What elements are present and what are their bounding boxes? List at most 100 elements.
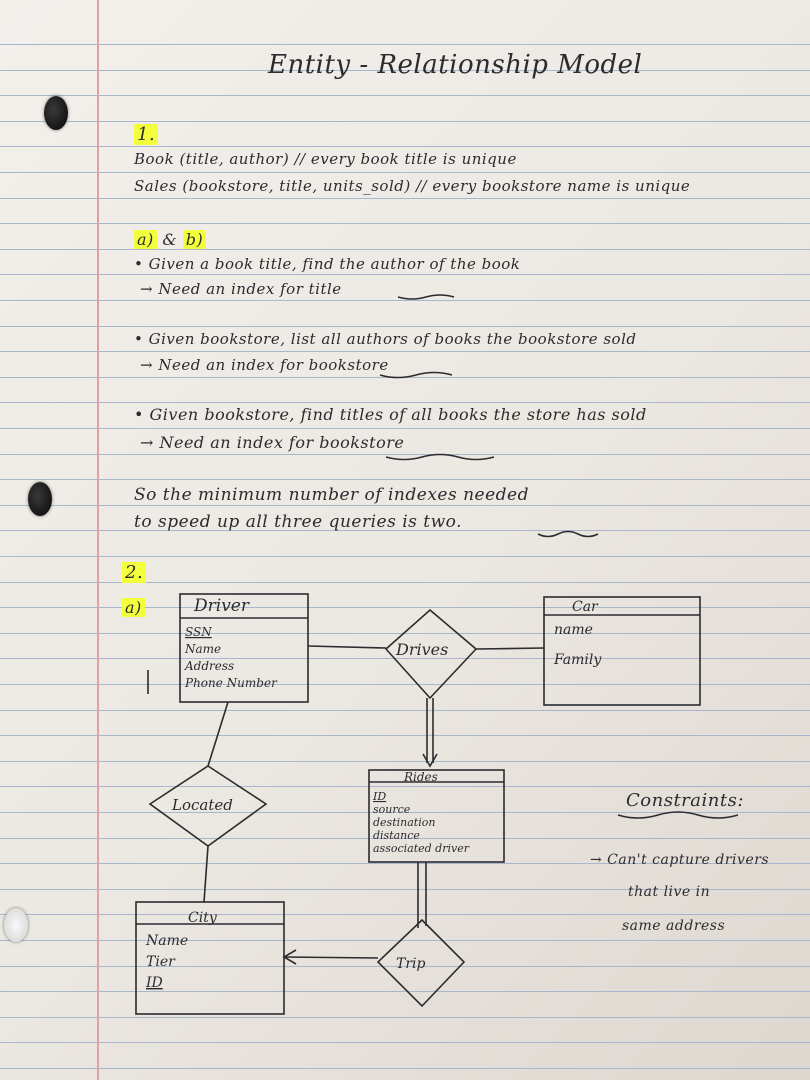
- ruled-line: [0, 991, 810, 992]
- binder-hole: [4, 908, 28, 942]
- ruled-line: [0, 863, 810, 864]
- ruled-line: [0, 761, 810, 762]
- ruled-line: [0, 326, 810, 327]
- margin-line: [97, 0, 99, 1080]
- trip-relationship: [376, 918, 466, 1008]
- query-3: • Given bookstore, find titles of all bo…: [134, 405, 647, 424]
- ruled-line: [0, 633, 810, 634]
- question-2-part-a: a): [122, 598, 145, 617]
- ruled-line: [0, 786, 810, 787]
- ruled-line: [0, 249, 810, 250]
- ruled-line: [0, 530, 810, 531]
- attribute-id: ID: [372, 790, 386, 803]
- ruled-line: [0, 300, 810, 301]
- ruled-line: [0, 402, 810, 403]
- part-a-label: a): [134, 230, 157, 249]
- rides-title: Rides: [403, 770, 438, 784]
- ruled-line: [0, 735, 810, 736]
- driver-located-link: [207, 701, 229, 767]
- attribute-address: Address: [184, 659, 234, 673]
- constraint-line-2: that live in: [628, 884, 711, 900]
- query-2-answer: → Need an index for bookstore: [140, 356, 389, 374]
- rides-entity: [368, 769, 505, 863]
- constraints-heading: Constraints:: [626, 790, 744, 811]
- sales-relation: Sales (bookstore, title, units_sold) // …: [134, 177, 691, 195]
- drives-label: Drives: [395, 640, 448, 659]
- ruled-line: [0, 914, 810, 915]
- ruled-line: [0, 658, 810, 659]
- car-title: Car: [572, 599, 599, 615]
- drives-relationship: [384, 608, 478, 700]
- ruled-line: [0, 274, 810, 275]
- ruled-line: [0, 70, 810, 71]
- trip-city-link: [283, 956, 379, 959]
- attribute-name: name: [554, 622, 593, 638]
- ruled-line: [0, 838, 810, 839]
- attribute-name: Name: [145, 933, 188, 949]
- ruled-line: [0, 582, 810, 583]
- ruled-line: [0, 710, 810, 711]
- attribute-phone-number: Phone Number: [184, 676, 278, 690]
- ruled-line: [0, 351, 810, 352]
- ruled-line: [0, 428, 810, 429]
- constraint-line-1: → Can't capture drivers: [590, 852, 770, 868]
- ruled-line: [0, 889, 810, 890]
- ruled-line: [0, 479, 810, 480]
- ruled-line: [0, 966, 810, 967]
- ruled-line: [0, 684, 810, 685]
- ruled-line: [0, 556, 810, 557]
- ruled-line: [0, 121, 810, 122]
- located-city-link: [203, 845, 209, 903]
- driver-drives-link: [307, 645, 387, 649]
- conclusion-line-1: So the minimum number of indexes needed: [134, 485, 529, 505]
- attribute-destination: destination: [373, 816, 435, 829]
- ruled-line: [0, 1017, 810, 1018]
- part-b-label: b): [182, 230, 207, 249]
- ruled-line: [0, 172, 810, 173]
- attribute-name: Name: [184, 642, 221, 656]
- query-1: • Given a book title, find the author of…: [134, 255, 521, 273]
- ruled-line: [0, 44, 810, 45]
- page-title: Entity - Relationship Model: [268, 50, 643, 80]
- driver-title: Driver: [193, 596, 250, 616]
- ruled-line: [0, 940, 810, 941]
- book-relation: Book (title, author) // every book title…: [134, 150, 517, 168]
- driver-entity: [179, 593, 309, 703]
- query-3-answer: → Need an index for bookstore: [140, 433, 405, 452]
- drives-car-link: [475, 647, 545, 650]
- attribute-family: Family: [553, 652, 602, 668]
- query-1-answer: → Need an index for title: [140, 280, 342, 298]
- attribute-ssn: SSN: [185, 625, 212, 639]
- trip-label: Trip: [396, 956, 426, 972]
- city-title: City: [188, 910, 218, 926]
- car-entity: [543, 596, 701, 706]
- ruled-line: [0, 198, 810, 199]
- conclusion-line-2: to speed up all three queries is two.: [134, 512, 462, 532]
- ruled-line: [0, 146, 810, 147]
- ruled-line: [0, 505, 810, 506]
- ruled-line: [0, 95, 810, 96]
- binder-hole: [44, 96, 68, 130]
- binder-hole: [28, 482, 52, 516]
- ruled-line: [0, 812, 810, 813]
- ruled-line: [0, 1068, 810, 1069]
- attribute-distance: distance: [373, 829, 420, 842]
- attribute-source: source: [373, 803, 411, 816]
- attribute-associated-driver: associated driver: [373, 842, 470, 855]
- question-2-number: 2.: [122, 562, 147, 583]
- ruled-line: [0, 454, 810, 455]
- ruled-line: [0, 607, 810, 608]
- query-2: • Given bookstore, list all authors of b…: [134, 330, 637, 348]
- question-1-number: 1.: [134, 124, 159, 145]
- attribute-id: ID: [145, 975, 163, 991]
- attribute-tier: Tier: [146, 954, 176, 970]
- ruled-line: [0, 1042, 810, 1043]
- parts-label: a) & b): [134, 230, 207, 249]
- city-entity: [135, 901, 285, 1015]
